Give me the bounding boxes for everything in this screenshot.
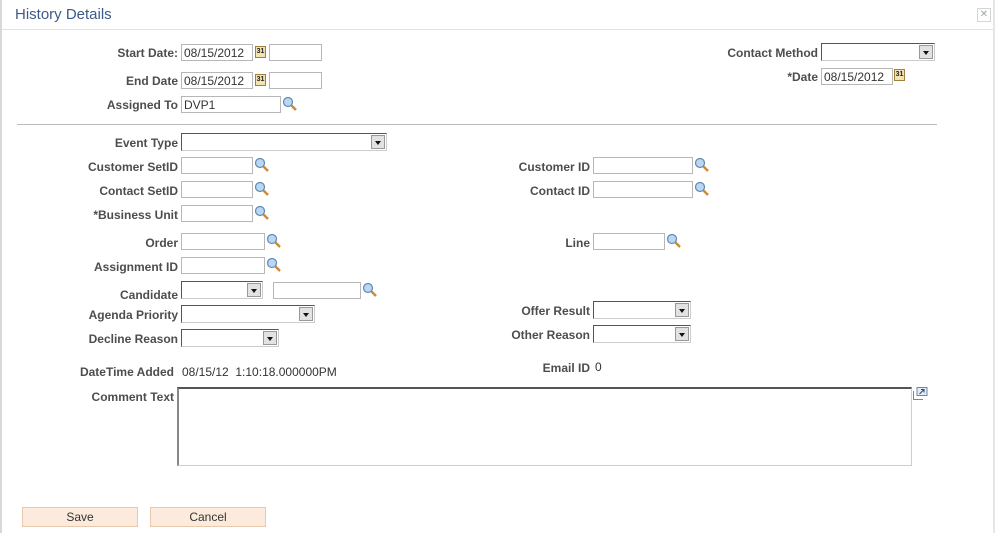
assignment-id-lookup-icon[interactable] [266, 257, 282, 273]
email-id-value: 0 [595, 360, 602, 374]
chevron-down-icon [247, 283, 261, 297]
customer-id-lookup-icon[interactable] [694, 157, 710, 173]
section-divider [17, 124, 937, 125]
decline-reason-select[interactable] [181, 329, 279, 347]
event-type-select[interactable] [181, 133, 387, 151]
email-id-label: Email ID [542, 361, 590, 375]
candidate-lookup-icon[interactable] [362, 282, 378, 298]
save-button[interactable]: Save [22, 507, 138, 527]
customer-id-label: Customer ID [518, 160, 590, 174]
candidate-input[interactable] [273, 282, 361, 299]
customer-setid-lookup-icon[interactable] [254, 157, 270, 173]
chevron-down-icon [675, 327, 689, 341]
line-lookup-icon[interactable] [666, 233, 682, 249]
window-left-edge [0, 0, 2, 533]
end-date-calendar-icon[interactable]: 31 [255, 74, 266, 86]
other-reason-select[interactable] [593, 325, 691, 343]
window-right-edge [993, 0, 995, 533]
date-label: *Date [787, 70, 818, 84]
dialog-title: History Details [15, 6, 112, 23]
start-date-calendar-icon[interactable]: 31 [255, 46, 266, 58]
assignment-id-label: Assignment ID [93, 260, 178, 274]
end-date-input[interactable] [181, 72, 253, 89]
customer-setid-input[interactable] [181, 157, 253, 174]
customer-id-input[interactable] [593, 157, 693, 174]
datetime-added-value: 08/15/12 1:10:18.000000PM [182, 365, 337, 379]
contact-method-select[interactable] [821, 43, 935, 61]
comment-text-area[interactable] [177, 387, 912, 466]
cancel-button[interactable]: Cancel [150, 507, 266, 527]
comment-text-label: Comment Text [91, 390, 174, 404]
line-input[interactable] [593, 233, 665, 250]
expand-icon[interactable] [913, 387, 928, 400]
business-unit-input[interactable] [181, 205, 253, 222]
contact-setid-label: Contact SetID [99, 184, 178, 198]
assigned-to-input[interactable] [181, 96, 281, 113]
line-label: Line [565, 236, 590, 250]
chevron-down-icon [675, 303, 689, 317]
contact-id-input[interactable] [593, 181, 693, 198]
date-calendar-icon[interactable]: 31 [894, 69, 905, 81]
decline-reason-label: Decline Reason [88, 332, 178, 346]
candidate-label: Candidate [119, 288, 178, 302]
start-date-input[interactable] [181, 44, 253, 61]
start-date-label: Start Date: [117, 46, 178, 60]
end-date-label: End Date [125, 74, 178, 88]
customer-setid-label: Customer SetID [87, 160, 178, 174]
order-lookup-icon[interactable] [266, 233, 282, 249]
agenda-priority-label: Agenda Priority [88, 308, 178, 322]
offer-result-select[interactable] [593, 301, 691, 319]
assigned-to-lookup-icon[interactable] [282, 96, 298, 112]
event-type-label: Event Type [114, 136, 178, 150]
agenda-priority-select[interactable] [181, 305, 315, 323]
chevron-down-icon [263, 331, 277, 345]
offer-result-label: Offer Result [521, 304, 590, 318]
assignment-id-input[interactable] [181, 257, 265, 274]
contact-setid-lookup-icon[interactable] [254, 181, 270, 197]
datetime-added-label: DateTime Added [79, 365, 174, 379]
business-unit-lookup-icon[interactable] [254, 205, 270, 221]
chevron-down-icon [919, 45, 933, 59]
end-time-input[interactable] [269, 72, 322, 89]
date-input[interactable] [821, 68, 893, 85]
contact-setid-input[interactable] [181, 181, 253, 198]
dialog-titlebar: History Details [2, 0, 993, 30]
business-unit-label: *Business Unit [93, 208, 178, 222]
close-icon[interactable]: ✕ [977, 8, 991, 22]
contact-method-label: Contact Method [727, 46, 818, 60]
order-label: Order [145, 236, 178, 250]
chevron-down-icon [371, 135, 385, 149]
start-time-input[interactable] [269, 44, 322, 61]
chevron-down-icon [299, 307, 313, 321]
contact-id-lookup-icon[interactable] [694, 181, 710, 197]
candidate-type-select[interactable] [181, 281, 263, 299]
assigned-to-label: Assigned To [106, 98, 178, 112]
other-reason-label: Other Reason [511, 328, 590, 342]
contact-id-label: Contact ID [530, 184, 590, 198]
order-input[interactable] [181, 233, 265, 250]
